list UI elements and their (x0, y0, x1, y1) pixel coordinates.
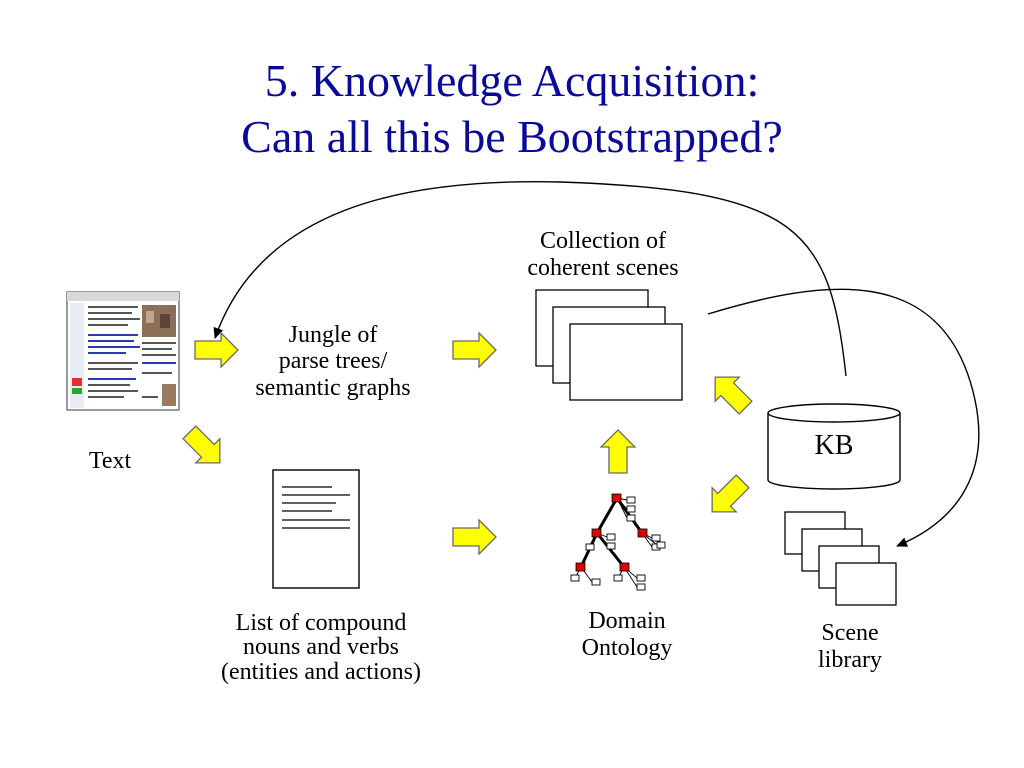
list-document (272, 469, 360, 589)
arrow-kb-to-ontology (711, 474, 750, 513)
arrow-text-to-list (182, 425, 221, 464)
ontology-red-nodes (575, 493, 648, 572)
list-label-line-3: (entities and actions) (221, 659, 421, 685)
ontology-tree (570, 493, 666, 591)
text-document-thumbnail (66, 291, 180, 411)
arrow-list-to-ontology (452, 518, 497, 556)
arrow-kb-to-scenes (714, 376, 753, 415)
kb-label: KB (814, 430, 854, 461)
jungle-label-line-1: Jungle of (288, 322, 378, 348)
arrow-jungle-to-scenes (452, 331, 497, 369)
list-label-line-2: nouns and verbs (243, 634, 399, 660)
ontology-label-line-1: Domain (588, 608, 666, 634)
list-label-line-1: List of compound (235, 610, 407, 636)
collection-label-line-1: Collection of (540, 228, 666, 254)
collection-label-line-2: coherent scenes (527, 255, 679, 281)
arrow-ontology-to-scenes (599, 429, 637, 474)
jungle-label-line-2: parse trees/ (278, 348, 388, 374)
scene-library-label-line-2: library (818, 647, 882, 673)
scene-library-stack (784, 511, 897, 606)
slide-title-line-1: 5. Knowledge Acquisition: (264, 55, 760, 106)
curve-scenes-to-library (707, 288, 980, 547)
arrow-text-to-jungle (194, 331, 239, 369)
jungle-label-line-3: semantic graphs (255, 375, 411, 401)
slide-title-line-2: Can all this be Bootstrapped? (241, 111, 783, 162)
scene-library-label-line-1: Scene (821, 620, 879, 646)
text-label: Text (88, 448, 132, 474)
kb-cylinder (767, 403, 901, 490)
ontology-label-line-2: Ontology (581, 635, 673, 661)
feedback-curve-kb-to-text (213, 180, 847, 377)
coherent-scenes-stack (535, 289, 683, 401)
